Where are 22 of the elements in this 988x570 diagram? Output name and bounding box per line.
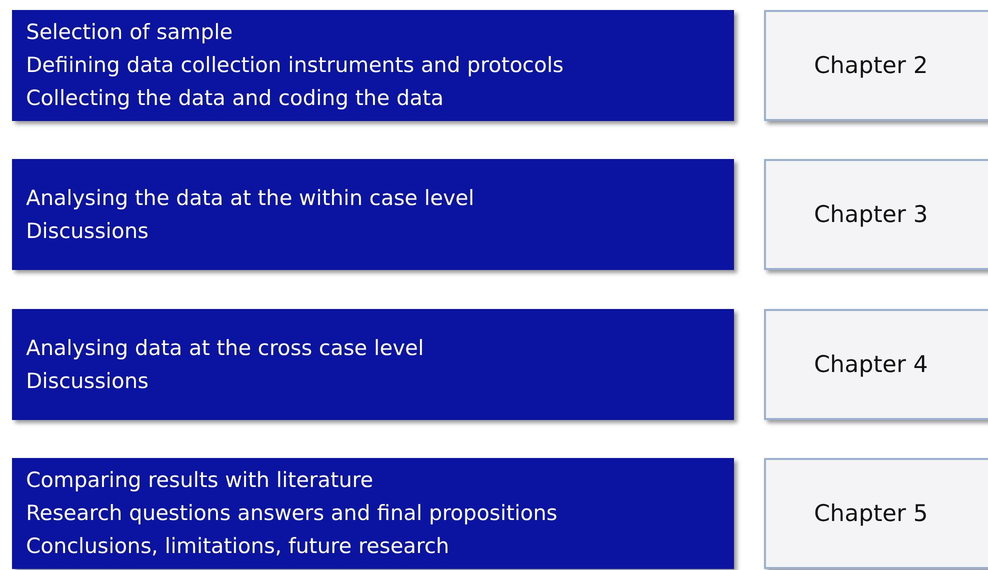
- step-text: Collecting the data and coding the data: [26, 85, 445, 112]
- step-text: Analysing data at the cross case level: [26, 334, 425, 362]
- step-text: Research questions answers and final propositions: [26, 500, 558, 527]
- step-text: Discussions: [26, 368, 150, 394]
- step-box: [12, 159, 734, 270]
- step-box: [12, 10, 734, 121]
- chapter-box: [764, 309, 988, 420]
- step-box: [12, 309, 734, 420]
- step-text: Defiining data collection instruments and protocols: [26, 52, 565, 79]
- chapter-label: Chapter 5: [814, 500, 928, 526]
- step-text: Conclusions, limitations, future research: [26, 533, 450, 560]
- chapter-label: Chapter 2: [814, 52, 928, 78]
- chapter-box: [764, 159, 988, 270]
- chapter-label: Chapter 4: [814, 352, 928, 378]
- step-box: [12, 458, 734, 569]
- chapter-label: Chapter 3: [814, 202, 928, 228]
- step-text: Discussions: [26, 218, 150, 244]
- chapter-box: [764, 10, 988, 121]
- step-text: Comparing results with literature: [26, 467, 374, 494]
- step-text: Analysing the data at the within case level: [26, 184, 476, 212]
- chapter-box: [764, 458, 988, 569]
- step-text: Selection of sample: [26, 19, 234, 46]
